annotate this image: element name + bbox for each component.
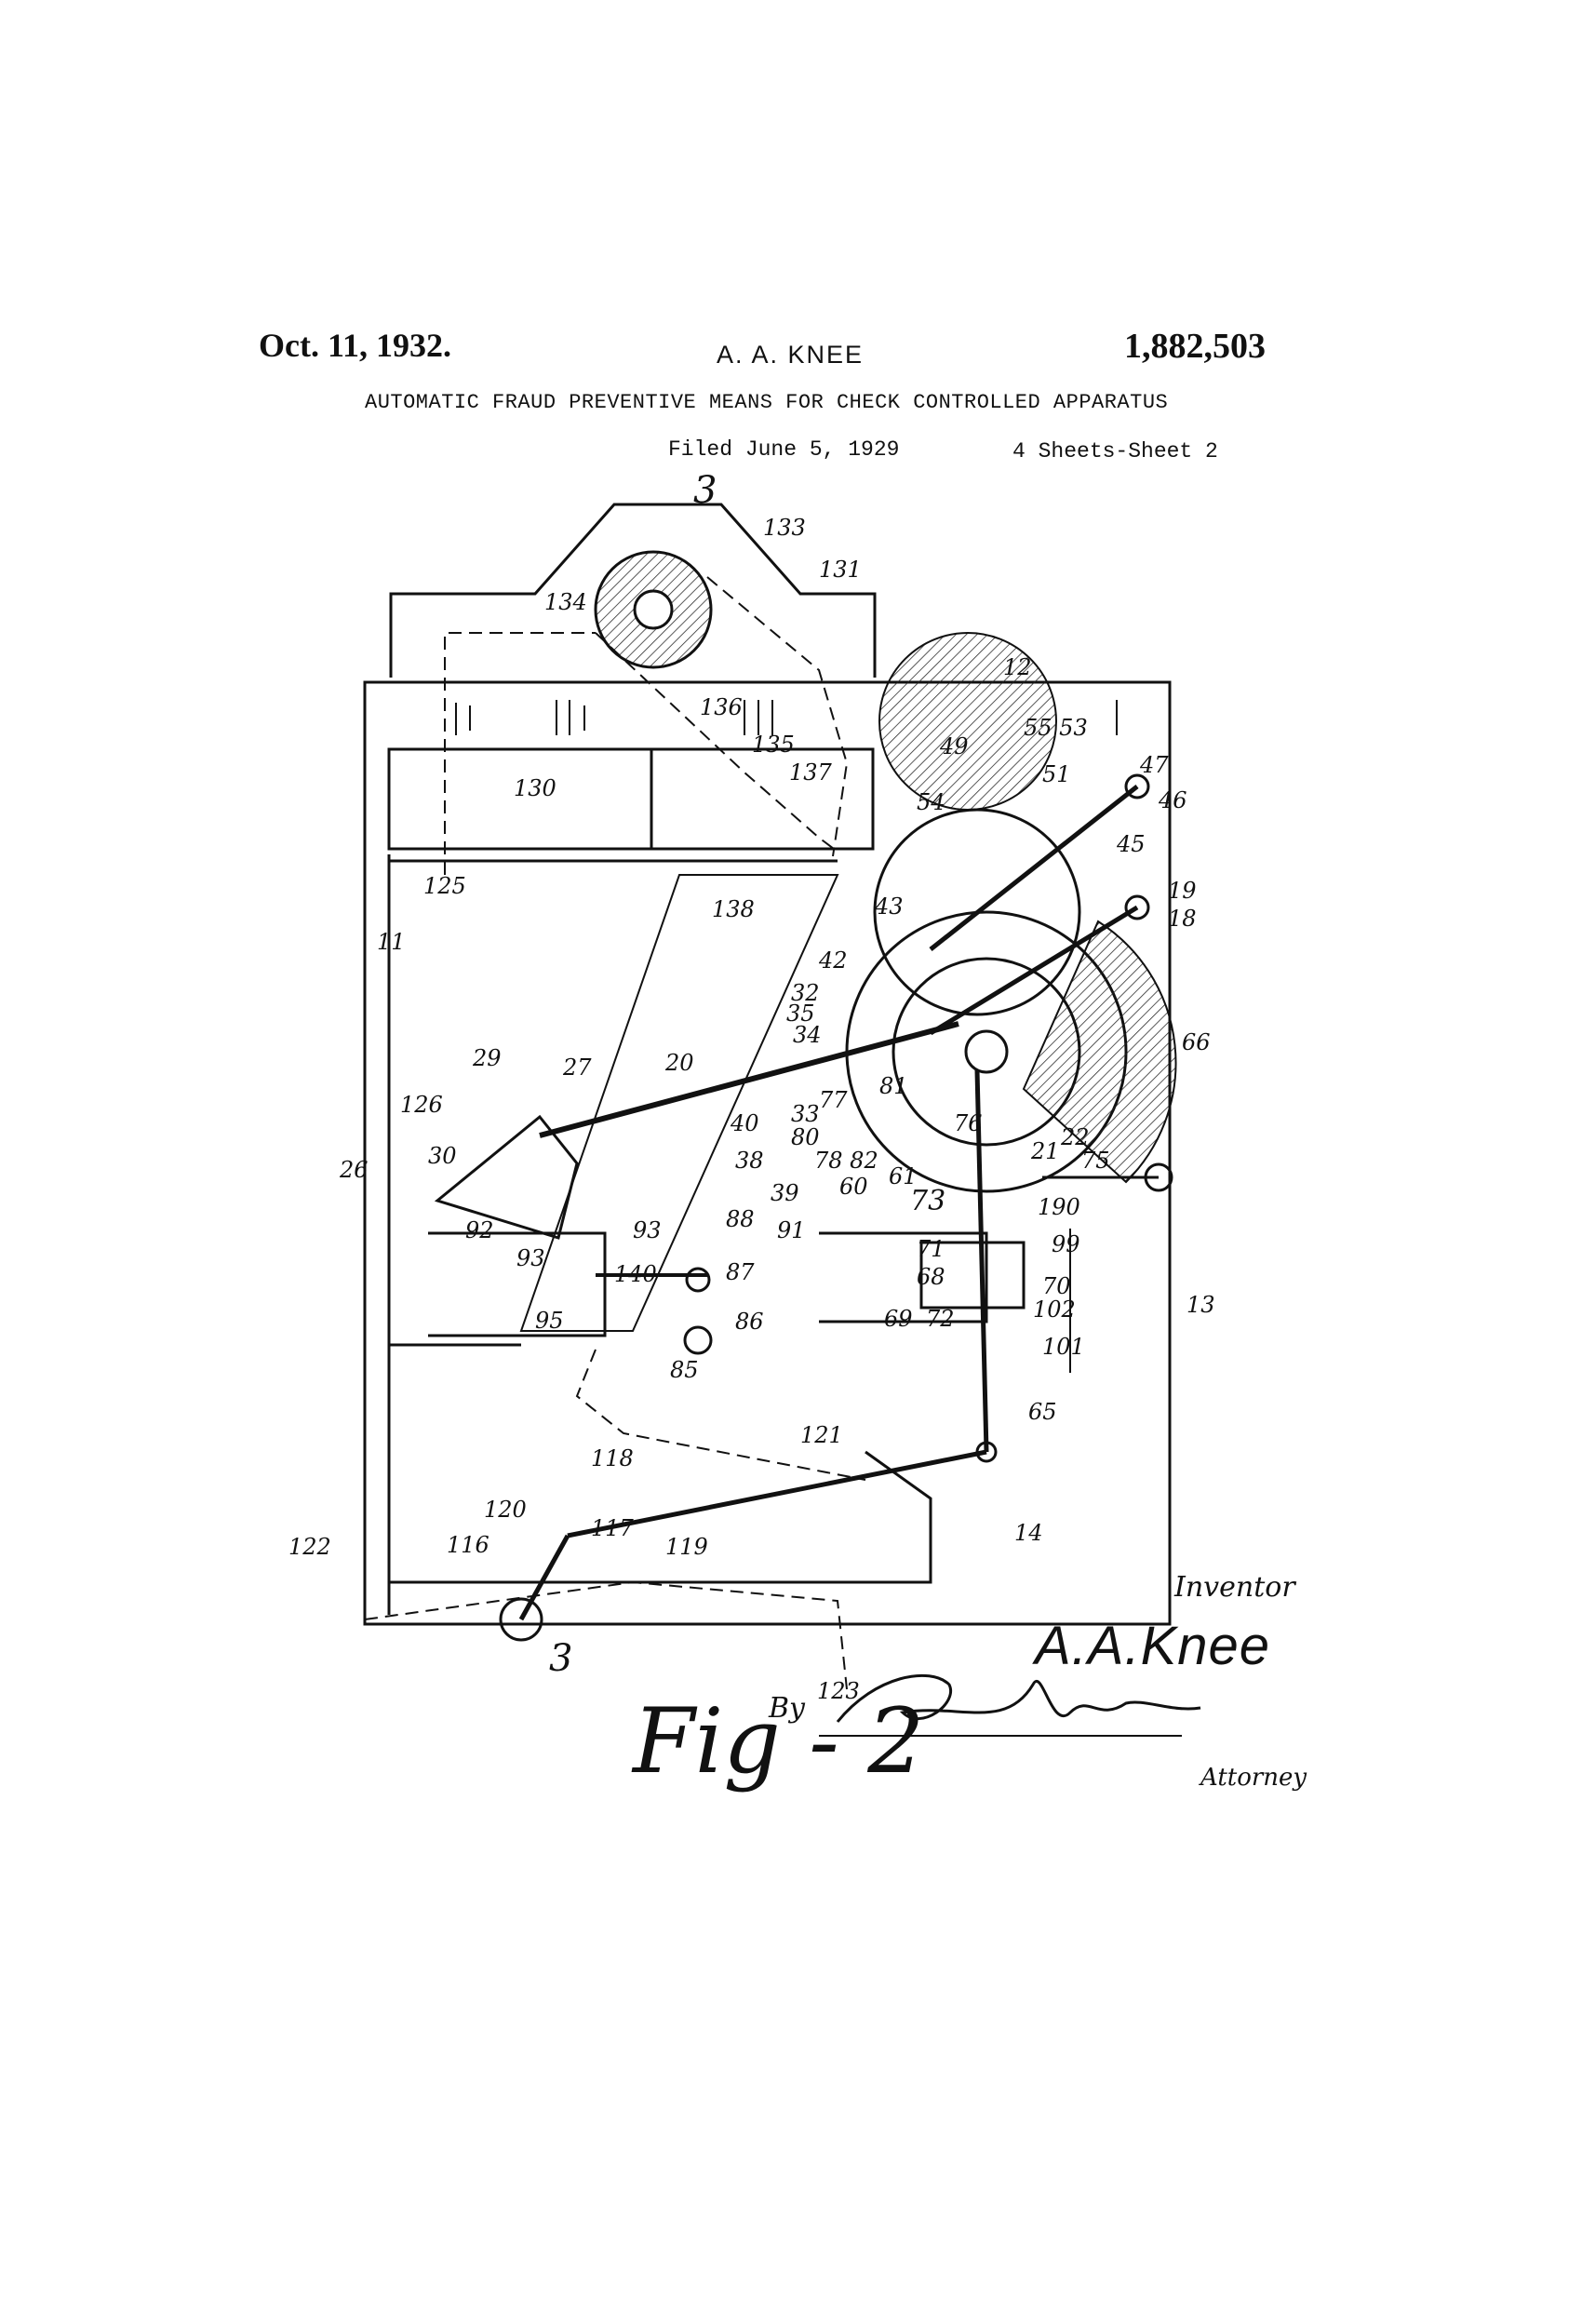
svg-text:91: 91 [777, 1217, 806, 1243]
svg-text:93: 93 [516, 1245, 545, 1271]
top-housing [389, 503, 877, 678]
svg-text:72: 72 [926, 1306, 955, 1332]
svg-text:138: 138 [712, 896, 755, 922]
svg-text:66: 66 [1182, 1029, 1211, 1055]
svg-text:136: 136 [700, 694, 743, 720]
svg-text:18: 18 [1168, 906, 1197, 932]
svg-text:27: 27 [562, 1055, 592, 1081]
svg-text:78 82: 78 82 [814, 1148, 878, 1174]
svg-text:190: 190 [1038, 1194, 1080, 1220]
svg-text:47: 47 [1139, 752, 1169, 778]
main-frame [363, 680, 1172, 1626]
svg-text:61: 61 [889, 1163, 918, 1189]
svg-text:45: 45 [1116, 831, 1146, 857]
svg-text:14: 14 [1014, 1520, 1043, 1546]
svg-text:55 53: 55 53 [1024, 715, 1088, 741]
svg-text:34: 34 [793, 1022, 822, 1048]
svg-text:46: 46 [1158, 787, 1187, 813]
patent-title: AUTOMATIC FRAUD PREVENTIVE MEANS FOR CHE… [365, 391, 1169, 414]
patent-date: Oct. 11, 1932. [259, 327, 451, 364]
svg-text:121: 121 [800, 1422, 843, 1448]
svg-text:75: 75 [1081, 1148, 1110, 1174]
svg-text:135: 135 [752, 732, 795, 758]
svg-text:88: 88 [726, 1206, 755, 1232]
attorney-signature [819, 1673, 1201, 1737]
svg-text:21: 21 [1030, 1138, 1060, 1164]
svg-text:70: 70 [1042, 1273, 1071, 1299]
svg-text:133: 133 [763, 515, 806, 541]
svg-text:29: 29 [472, 1045, 502, 1071]
svg-text:123: 123 [817, 1678, 860, 1704]
svg-text:125: 125 [423, 873, 466, 899]
spool-hub-134 [633, 589, 674, 630]
svg-text:87: 87 [726, 1259, 755, 1285]
svg-text:3: 3 [549, 1637, 572, 1680]
svg-text:140: 140 [614, 1261, 657, 1287]
svg-text:73: 73 [910, 1185, 945, 1217]
svg-text:119: 119 [665, 1534, 708, 1560]
filed-date: Filed June 5, 1929 [668, 437, 900, 462]
figure-label: Fig - 2 [633, 1689, 925, 1793]
attorney-label: Attorney [1200, 1764, 1307, 1792]
sector-66 [1022, 920, 1177, 1184]
svg-text:38: 38 [735, 1148, 764, 1174]
svg-text:122: 122 [288, 1534, 331, 1560]
svg-text:81: 81 [879, 1073, 908, 1099]
svg-text:68: 68 [917, 1264, 945, 1290]
svg-text:69: 69 [884, 1306, 913, 1332]
svg-text:118: 118 [591, 1445, 634, 1471]
svg-text:32: 32 [791, 980, 820, 1006]
svg-text:33: 33 [791, 1101, 820, 1127]
inventor-header: A. A. KNEE [717, 341, 865, 369]
inventor-label: Inventor [1174, 1571, 1295, 1604]
svg-text:39: 39 [771, 1180, 799, 1206]
by-label: By [769, 1692, 805, 1725]
svg-text:116: 116 [447, 1532, 489, 1558]
svg-text:126: 126 [400, 1092, 443, 1118]
svg-text:60: 60 [839, 1174, 868, 1200]
svg-text:120: 120 [484, 1497, 527, 1523]
inventor-signature: A.A.Knee [1035, 1616, 1271, 1676]
svg-text:95: 95 [535, 1308, 564, 1334]
svg-text:26: 26 [339, 1157, 369, 1183]
svg-text:65: 65 [1028, 1399, 1057, 1425]
svg-text:22: 22 [1060, 1124, 1090, 1150]
svg-text:40: 40 [730, 1110, 759, 1136]
svg-text:131: 131 [819, 557, 862, 583]
svg-text:30: 30 [428, 1143, 457, 1169]
svg-text:51: 51 [1042, 761, 1071, 787]
svg-text:3: 3 [693, 469, 717, 512]
svg-text:42: 42 [818, 947, 848, 974]
svg-text:49: 49 [939, 733, 969, 759]
svg-text:71: 71 [917, 1236, 945, 1262]
svg-text:13: 13 [1186, 1292, 1215, 1318]
svg-text:86: 86 [735, 1309, 764, 1335]
svg-text:76: 76 [954, 1110, 983, 1136]
svg-text:11: 11 [377, 929, 406, 955]
svg-text:54: 54 [917, 789, 945, 815]
svg-text:20: 20 [664, 1050, 694, 1076]
svg-text:12: 12 [1003, 654, 1032, 680]
patent-number: 1,882,503 [1124, 327, 1266, 366]
svg-text:130: 130 [514, 775, 556, 801]
svg-text:19: 19 [1168, 878, 1197, 904]
sheet-count: 4 Sheets-Sheet 2 [1012, 439, 1218, 463]
svg-text:102: 102 [1033, 1296, 1076, 1323]
svg-text:77: 77 [819, 1087, 848, 1113]
svg-text:99: 99 [1052, 1231, 1080, 1257]
svg-text:93: 93 [633, 1217, 662, 1243]
svg-text:92: 92 [465, 1217, 494, 1243]
svg-text:137: 137 [789, 759, 833, 786]
svg-text:43: 43 [874, 893, 904, 920]
svg-text:117: 117 [591, 1515, 635, 1541]
svg-text:85: 85 [670, 1357, 699, 1383]
svg-text:101: 101 [1042, 1334, 1085, 1360]
svg-text:35: 35 [786, 1001, 815, 1027]
svg-text:134: 134 [544, 589, 587, 615]
svg-text:80: 80 [791, 1124, 820, 1150]
